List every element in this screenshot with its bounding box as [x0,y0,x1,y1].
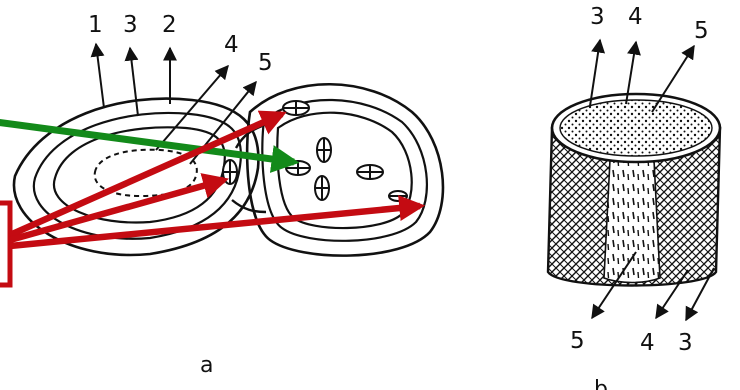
caption-a: a [200,353,213,378]
bundle [357,165,383,179]
label-1: 1 [88,12,103,38]
bundle [283,101,309,115]
arrow-1 [96,44,104,108]
label-4: 4 [224,32,239,58]
figure-b: 3 4 5 5 4 3 b [548,4,720,390]
label-b-bottom-4: 4 [640,330,655,356]
label-b-bottom-5: 5 [570,328,585,354]
label-b-top-3: 3 [590,4,605,30]
stem-neck-lower [232,200,266,212]
label-b-bottom-3: 3 [678,330,693,356]
bundle [315,176,329,200]
caption-b: b [594,377,608,390]
bundle [223,160,237,184]
figure-a: 1 3 2 4 5 a [14,12,443,378]
label-b-top-5: 5 [694,18,709,44]
label-3: 3 [123,12,138,38]
bundle [317,138,331,162]
bundle [389,191,407,201]
red-box [0,203,10,285]
arrow-b-top-3 [590,40,600,106]
right-stem [247,84,443,255]
label-5: 5 [258,50,273,76]
label-b-top-4: 4 [628,4,643,30]
arrow-3 [130,48,138,116]
label-2: 2 [162,12,177,38]
